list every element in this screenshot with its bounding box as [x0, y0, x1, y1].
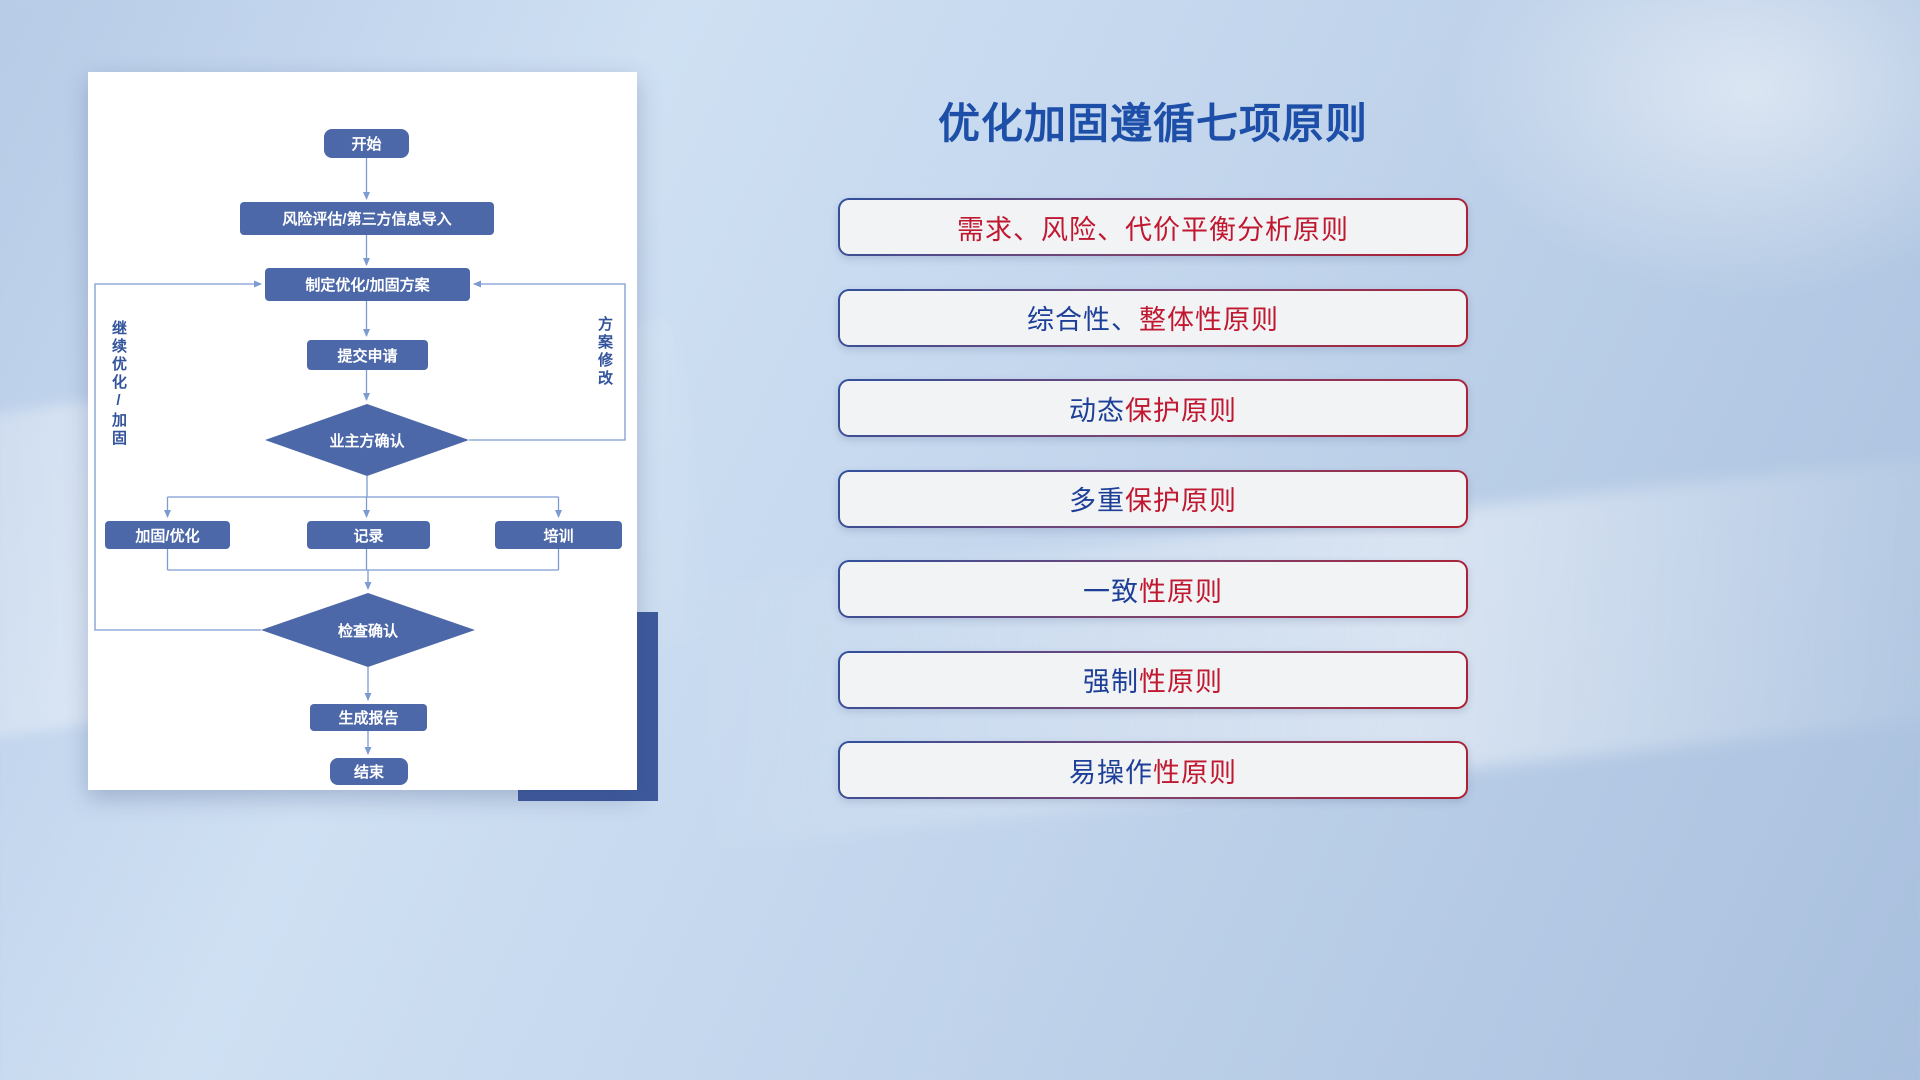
principle-item: 多重保护原则	[838, 469, 1468, 528]
principle-label: 强制性原则	[840, 652, 1466, 707]
principle-item: 易操作性原则	[838, 741, 1468, 799]
principle-label: 多重保护原则	[840, 471, 1466, 526]
principle-text-red: 整体性原则	[1139, 305, 1279, 335]
principle-label: 一致性原则	[840, 562, 1466, 616]
flow-node-record: 记录	[307, 521, 430, 549]
principle-text-blue: 综合性、	[1027, 305, 1139, 335]
principle-text-red: 保护原则	[1125, 486, 1237, 516]
flow-node-harden-optimize: 加固/优化	[105, 521, 230, 549]
principle-text-red: 保护原则	[1125, 395, 1237, 426]
principle-label: 综合性、整体性原则	[840, 290, 1466, 345]
flow-node-start: 开始	[324, 129, 409, 158]
principle-text-blue: 强制	[1083, 667, 1139, 697]
principle-item: 综合性、整体性原则	[838, 288, 1468, 347]
flow-node-training: 培训	[495, 521, 622, 549]
principle-text-red: 性原则	[1139, 576, 1223, 607]
principle-label: 需求、风险、代价平衡分析原则	[840, 200, 1466, 254]
flow-node-make-plan: 制定优化/加固方案	[265, 268, 470, 301]
principle-text-blue: 一致	[1083, 576, 1139, 607]
principles-list: 需求、风险、代价平衡分析原则 综合性、整体性原则 动态保护原则 多重保护原则 一…	[838, 198, 1468, 799]
principle-label: 动态保护原则	[840, 381, 1466, 435]
flowchart-card: 开始 风险评估/第三方信息导入 制定优化/加固方案 提交申请 业主方确认 加固/…	[88, 72, 637, 790]
flow-node-generate-report: 生成报告	[310, 704, 427, 731]
principle-item: 强制性原则	[838, 650, 1468, 709]
page-title: 优化加固遵循七项原则	[937, 100, 1368, 147]
principle-text-blue: 易操作	[1069, 757, 1153, 788]
principle-label: 易操作性原则	[840, 743, 1466, 797]
flow-node-risk-assessment: 风险评估/第三方信息导入	[240, 202, 494, 235]
flow-node-submit-request: 提交申请	[307, 340, 428, 370]
flow-label-continue-optimize: 继续优化/加固	[110, 320, 127, 448]
principle-text-red: 性原则	[1139, 667, 1223, 697]
principle-text-blue: 多重	[1069, 486, 1125, 516]
principle-item: 动态保护原则	[838, 379, 1468, 437]
principle-item: 需求、风险、代价平衡分析原则	[838, 198, 1468, 256]
background-glow	[1450, 0, 1920, 300]
flow-node-end: 结束	[330, 758, 408, 785]
flow-label-plan-revise: 方案修改	[596, 316, 613, 388]
principle-text-red: 性原则	[1153, 757, 1237, 788]
principle-item: 一致性原则	[838, 560, 1468, 618]
principle-text-blue: 动态	[1069, 395, 1125, 426]
principle-text-red: 需求、风险、代价平衡分析原则	[957, 214, 1349, 245]
